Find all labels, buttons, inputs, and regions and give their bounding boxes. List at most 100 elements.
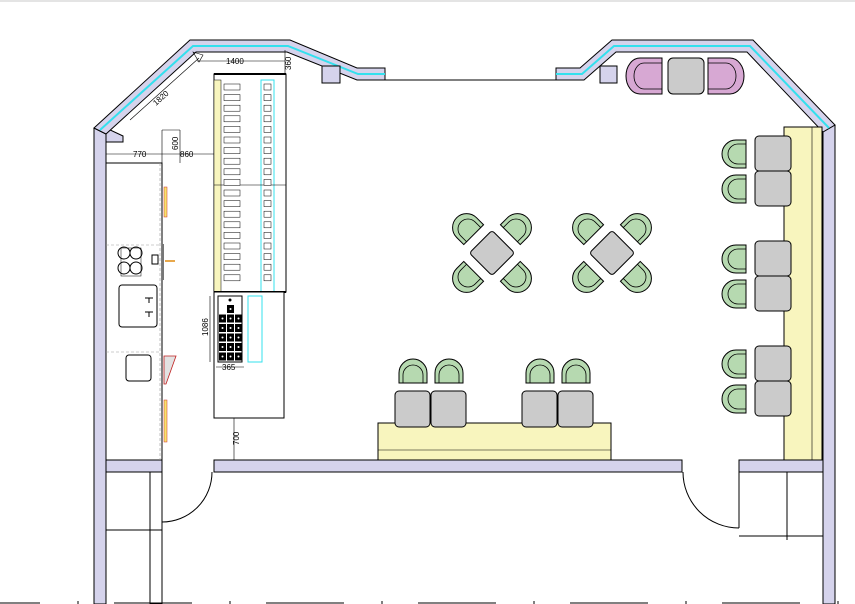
coffee-machine-icon [117,244,175,280]
marker-1 [163,186,168,218]
chair [434,358,464,384]
chair [619,260,652,293]
bottom-dashes [0,601,839,604]
shelf-slot [223,94,241,101]
banquette-bottom [377,422,612,461]
four-top-table [452,213,532,293]
chair [572,213,605,246]
chair [499,213,532,246]
table [754,380,792,417]
shelf-slot-small [263,253,272,260]
marker-2 [163,399,168,443]
table-top [590,231,634,275]
chair [721,349,747,379]
shelf-slot-small [263,210,272,218]
chair [721,139,747,169]
bottom-wall-middle [213,459,683,473]
left-lower-partition [149,471,163,604]
shelf-slot [223,263,241,271]
shelf-slot-small [263,94,272,101]
bottom-seating [394,358,594,428]
bottom-wall-right [738,459,824,473]
shelf-slot-small [263,232,272,239]
table [754,275,792,312]
table [754,170,792,207]
shelf-slot [223,104,241,112]
door-left [161,471,213,523]
dim-770: 770 [133,150,147,159]
shelf-slot [223,200,241,207]
shelf-slot-small [263,200,272,207]
bay-window-right [555,39,836,133]
four-top-table [572,213,652,293]
door-left-swing [161,471,213,523]
shelf-slot-small [263,136,272,144]
chair [452,260,485,293]
left-wall [93,127,107,604]
table [521,390,558,428]
dim-365: 365 [222,363,236,372]
table-top [470,231,514,275]
chair [525,358,555,384]
chair [499,260,532,293]
shelf-slot [223,232,241,239]
chair [721,279,747,309]
shelf-slot [223,274,241,282]
chair [572,260,605,293]
armchair-left [625,57,663,95]
center-tables [452,213,652,293]
shelf-slot [223,189,241,197]
shelf-slot-small [263,168,272,176]
shelf-slot-small [263,263,272,271]
shelf-slot-small [263,126,272,133]
dim-860: 860 [180,150,194,159]
chair [452,213,485,246]
column-top-right [599,65,618,84]
shelf-slot-small [263,157,272,165]
column-top-left [321,65,341,84]
dim-1400: 1400 [226,57,244,66]
shelf-slot [223,221,241,229]
shelf-slot [223,242,241,250]
table [754,345,792,382]
shelf-slot [223,115,241,123]
chair [561,358,591,384]
bottom-wall-left [105,459,163,473]
back-counter [105,162,177,461]
shelf-slot-small [263,242,272,250]
chair [721,384,747,414]
shelf-slot-small [263,147,272,154]
shelf-slot [223,126,241,133]
door-right [682,471,740,529]
armchair-right [707,57,745,95]
shelf-slot-small [263,221,272,229]
chair [721,244,747,274]
table [754,135,792,172]
armchair-table [667,57,705,95]
shelf-slot-small [263,83,272,91]
chair [721,174,747,204]
shelf-slot [223,253,241,260]
shelf-slot-small [263,104,272,112]
table [430,390,467,428]
table [394,390,431,428]
shelf-slot [223,83,241,91]
appliance-icon [125,354,177,385]
dim-1086: 1086 [201,318,210,336]
shelf-slot-small [263,115,272,123]
sink-icon [118,284,158,328]
shelf-slot [223,179,241,186]
dim-700: 700 [232,431,241,445]
shelf-slot-small [263,179,272,186]
cash-drawer-grid [217,295,243,363]
right-wall [822,124,836,604]
shelf-slot [223,136,241,144]
bay-window-right-glass [556,45,830,129]
bay-window-left-glass [99,45,385,131]
dim-1820: 1820 [151,89,171,108]
armchair-group-top [625,57,745,95]
right-seating [721,135,792,417]
dimensions: 1400 360 1820 770 860 600 1086 365 700 [106,50,293,460]
display-counter [213,73,287,419]
